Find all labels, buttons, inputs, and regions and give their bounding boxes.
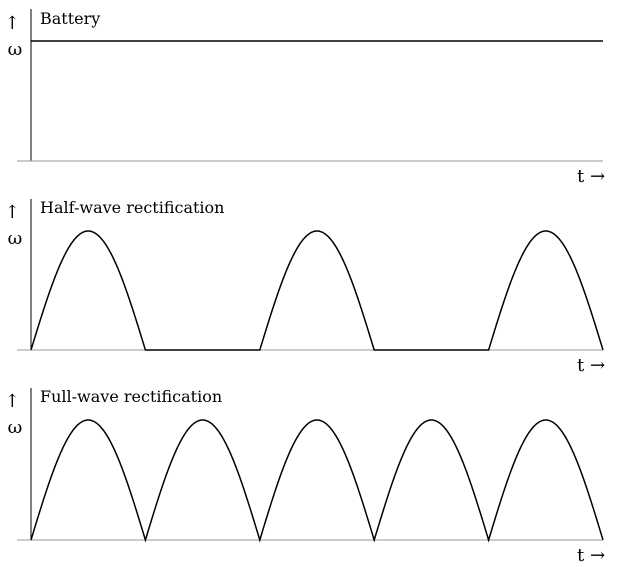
chart-title: Half-wave rectification xyxy=(40,198,224,217)
full-wave-panel: Full-wave rectification ↑ ω t → xyxy=(5,387,605,566)
series-group xyxy=(30,230,604,351)
series-line xyxy=(30,230,604,351)
x-axis-label: t → xyxy=(577,355,605,376)
x-axis-label: t → xyxy=(577,545,605,566)
y-axis-label: ↑ ω xyxy=(5,202,26,249)
series-group xyxy=(30,419,604,543)
y-axis-label: ↑ ω xyxy=(5,13,26,60)
chart-title: Battery xyxy=(40,9,100,28)
y-axis-label: ↑ ω xyxy=(5,391,26,438)
x-axis-label: t → xyxy=(577,166,605,187)
battery-panel: Battery ↑ ω t → xyxy=(5,9,605,187)
half-wave-panel: Half-wave rectification ↑ ω t → xyxy=(5,198,605,376)
chart-title: Full-wave rectification xyxy=(40,387,222,406)
series-line xyxy=(30,419,604,543)
